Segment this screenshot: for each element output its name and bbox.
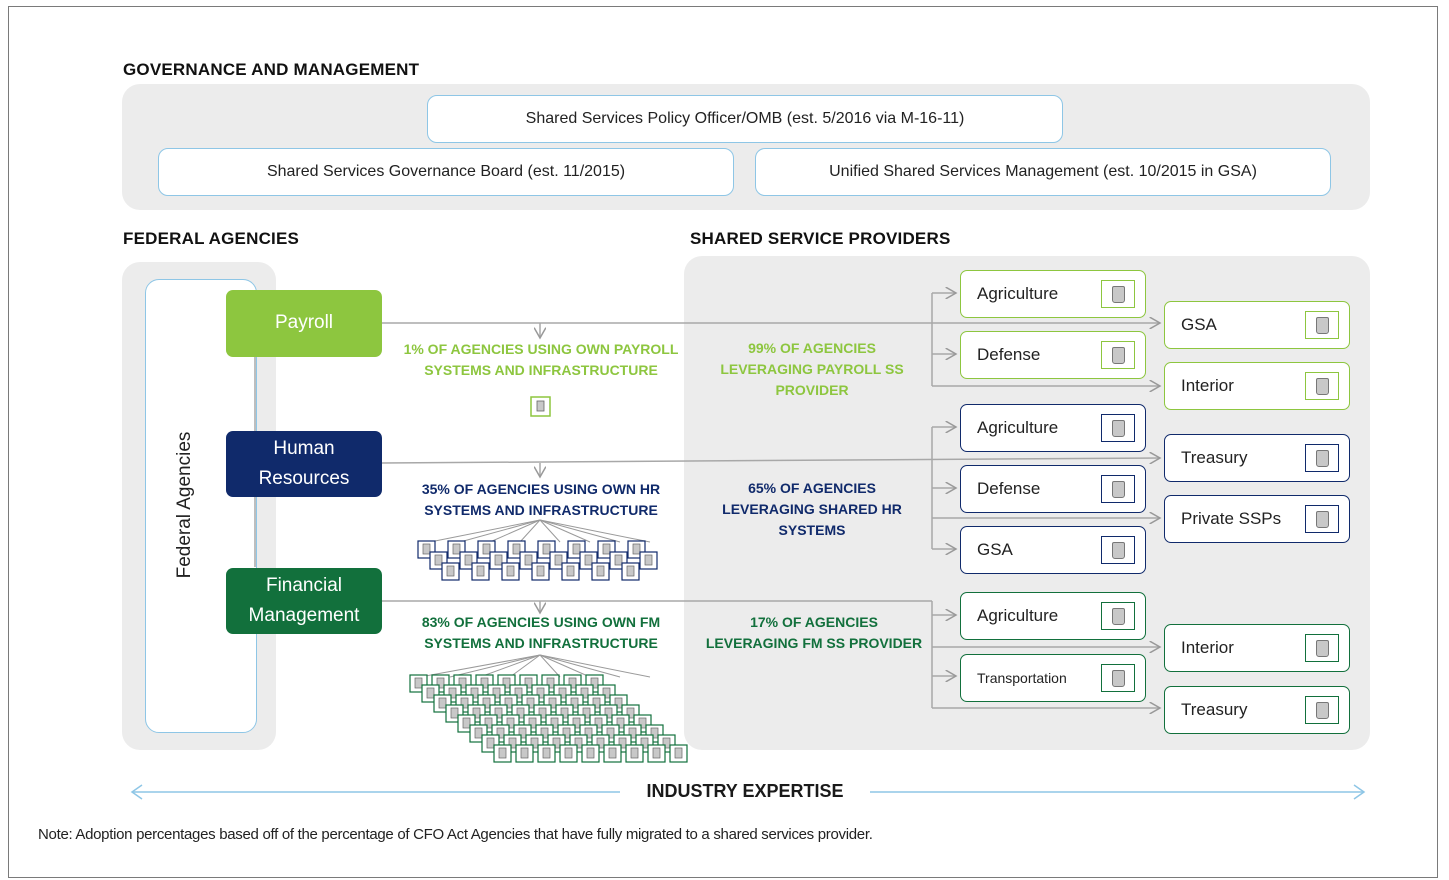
fm-service-label-2: Management xyxy=(248,605,360,626)
hr-ss-line-3: SYSTEMS xyxy=(778,522,846,538)
fm-provider-agriculture: Agriculture xyxy=(960,592,1146,640)
provider-label: Treasury xyxy=(1181,700,1248,719)
provider-label: Private SSPs xyxy=(1181,509,1282,528)
payroll-provider-gsa: GSA xyxy=(1164,301,1350,349)
payroll-service-label: Payroll xyxy=(274,312,334,334)
figure-frame xyxy=(8,6,1438,878)
hr-ss-stat: 65% OF AGENCIES LEVERAGING SHARED HR SYS… xyxy=(700,478,924,541)
hr-service-box: Human Resources xyxy=(226,431,382,497)
hr-own-line-1: 35% OF AGENCIES USING OWN HR xyxy=(421,481,661,497)
ussm-box: Unified Shared Services Management (est.… xyxy=(755,148,1331,196)
fm-service-box: Financial Management xyxy=(226,568,382,634)
database-icon xyxy=(1101,664,1135,692)
payroll-ss-line-3: PROVIDER xyxy=(775,382,849,398)
payroll-provider-interior: Interior xyxy=(1164,362,1350,410)
database-icon xyxy=(1305,311,1339,339)
provider-label: Defense xyxy=(977,479,1041,498)
hr-own-stat: 35% OF AGENCIES USING OWN HR SYSTEMS AND… xyxy=(390,479,692,521)
policy-officer-box: Shared Services Policy Officer/OMB (est.… xyxy=(427,95,1063,143)
fm-ss-line-2: LEVERAGING FM SS PROVIDER xyxy=(705,635,923,651)
provider-label: Transportation xyxy=(977,670,1067,686)
fm-own-line-2: SYSTEMS AND INFRASTRUCTURE xyxy=(424,635,658,651)
hr-provider-private-ssps: Private SSPs xyxy=(1164,495,1350,543)
hr-provider-gsa: GSA xyxy=(960,526,1146,574)
provider-label: Agriculture xyxy=(977,284,1059,303)
federal-agencies-title: FEDERAL AGENCIES xyxy=(123,229,300,248)
database-icon xyxy=(1305,696,1339,724)
fm-provider-treasury: Treasury xyxy=(1164,686,1350,734)
hr-service-label-1: Human xyxy=(273,437,335,459)
payroll-ss-line-2: LEVERAGING PAYROLL SS xyxy=(720,361,904,377)
payroll-ss-line-1: 99% OF AGENCIES xyxy=(748,340,876,356)
fm-provider-interior: Interior xyxy=(1164,624,1350,672)
hr-own-line-2: SYSTEMS AND INFRASTRUCTURE xyxy=(424,502,658,518)
hr-provider-defense: Defense xyxy=(960,465,1146,513)
database-icon xyxy=(1305,372,1339,400)
database-icon xyxy=(1305,634,1339,662)
payroll-provider-defense: Defense xyxy=(960,331,1146,379)
payroll-provider-agriculture: Agriculture xyxy=(960,270,1146,318)
payroll-own-line-1: 1% OF AGENCIES USING OWN PAYROLL xyxy=(403,341,679,357)
fm-own-line-1: 83% OF AGENCIES USING OWN FM xyxy=(421,614,661,630)
payroll-service-box: Payroll xyxy=(226,290,382,357)
footnote: Note: Adoption percentages based off of … xyxy=(38,826,873,843)
hr-ss-line-1: 65% OF AGENCIES xyxy=(748,480,876,496)
database-icon xyxy=(1305,444,1339,472)
database-icon xyxy=(1101,280,1135,308)
provider-label: Interior xyxy=(1181,638,1234,657)
industry-expertise-label: INDUSTRY EXPERTISE xyxy=(646,781,844,801)
provider-label: Agriculture xyxy=(977,606,1059,625)
payroll-own-line-2: SYSTEMS AND INFRASTRUCTURE xyxy=(424,362,658,378)
providers-title: SHARED SERVICE PROVIDERS xyxy=(690,229,951,248)
payroll-own-stat: 1% OF AGENCIES USING OWN PAYROLL SYSTEMS… xyxy=(390,339,692,381)
hr-provider-treasury: Treasury xyxy=(1164,434,1350,482)
database-icon xyxy=(1101,602,1135,630)
provider-label: GSA xyxy=(1181,315,1217,334)
database-icon xyxy=(1101,341,1135,369)
governance-title: GOVERNANCE AND MANAGEMENT xyxy=(123,60,420,79)
fm-server-stack xyxy=(409,674,688,763)
hr-ss-line-2: LEVERAGING SHARED HR xyxy=(722,501,902,517)
fm-ss-line-1: 17% OF AGENCIES xyxy=(750,614,878,630)
fm-service-label-1: Financial xyxy=(265,574,343,596)
fm-own-stat: 83% OF AGENCIES USING OWN FM SYSTEMS AND… xyxy=(390,612,692,654)
governance-board-box: Shared Services Governance Board (est. 1… xyxy=(158,148,734,196)
database-icon xyxy=(1101,475,1135,503)
provider-label: GSA xyxy=(977,540,1013,559)
fm-provider-transportation: Transportation xyxy=(960,654,1146,702)
provider-label: Treasury xyxy=(1181,448,1248,467)
payroll-ss-stat: 99% OF AGENCIES LEVERAGING PAYROLL SS PR… xyxy=(700,338,924,401)
provider-label: Interior xyxy=(1181,376,1234,395)
provider-label: Defense xyxy=(977,345,1041,364)
database-icon xyxy=(1101,536,1135,564)
provider-label: Agriculture xyxy=(977,418,1059,437)
database-icon xyxy=(1101,414,1135,442)
fm-ss-stat: 17% OF AGENCIES LEVERAGING FM SS PROVIDE… xyxy=(700,612,928,654)
hr-server-stack xyxy=(417,540,658,581)
database-icon xyxy=(1305,505,1339,533)
hr-service-label-2: Resources xyxy=(258,468,350,489)
hr-provider-agriculture: Agriculture xyxy=(960,404,1146,452)
